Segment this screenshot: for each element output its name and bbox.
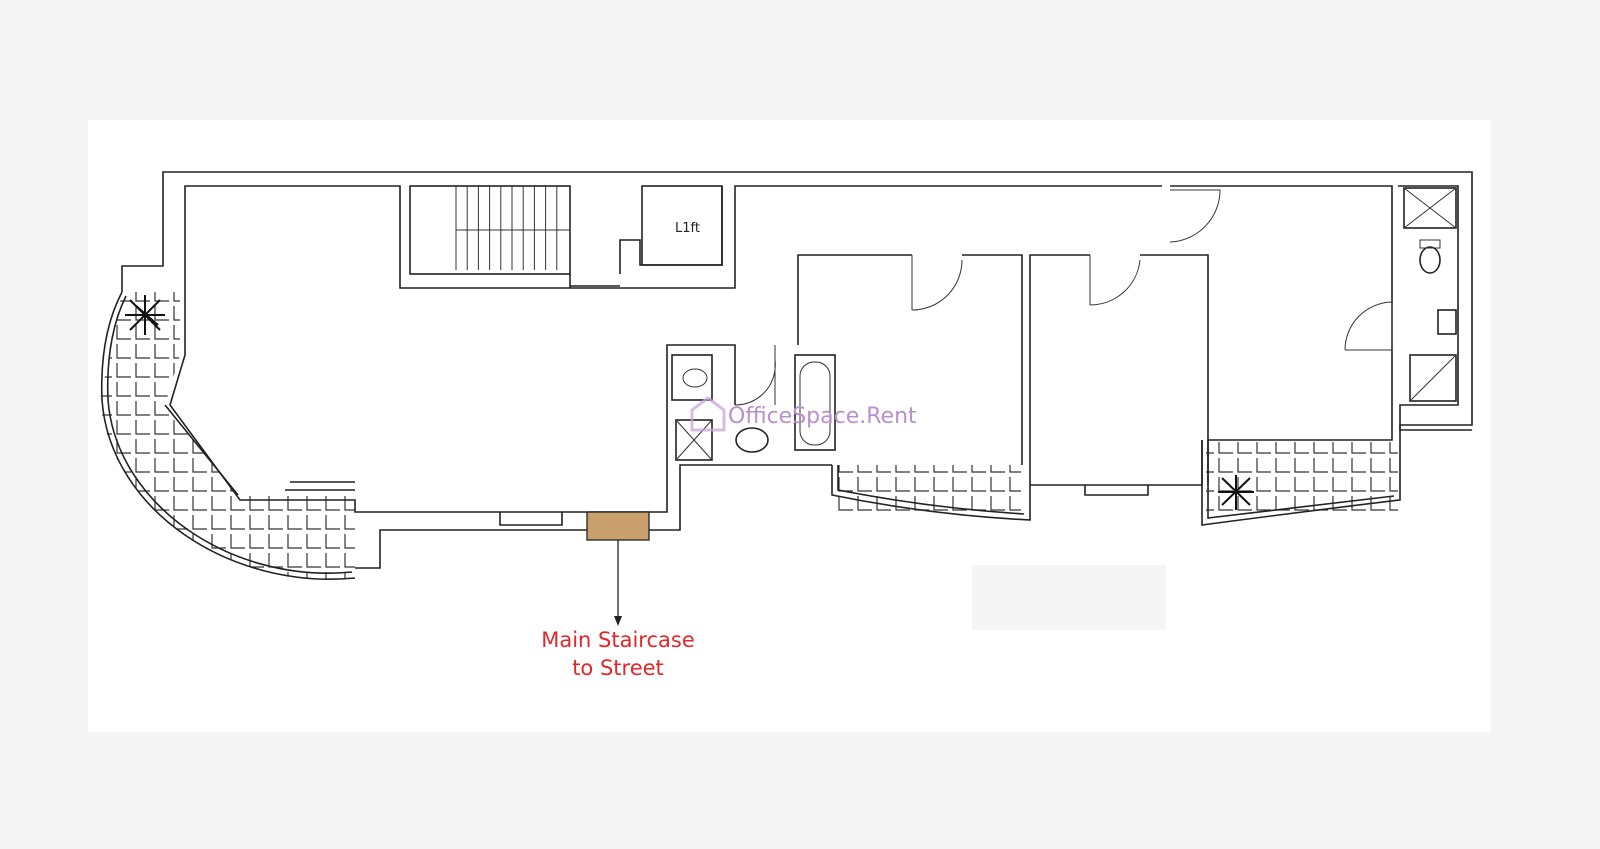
balcony-middle <box>831 465 1031 521</box>
wc-left <box>671 345 776 461</box>
floor-plan-panel <box>88 120 1491 732</box>
lift: L1ft <box>641 185 723 266</box>
redacted-area <box>972 565 1166 630</box>
bathroom-right <box>1403 187 1457 402</box>
plant-icon <box>125 295 1254 510</box>
exterior-walls <box>121 171 1473 569</box>
doors <box>911 189 1393 351</box>
lift-label: L1ft <box>675 221 700 236</box>
watermark-text: OfficeSpace.Rent <box>728 404 917 429</box>
staircase-label-line1: Main Staircase <box>541 628 695 652</box>
balcony-right <box>1201 440 1401 526</box>
internal-staircase <box>409 185 723 288</box>
staircase-label-line2: to Street <box>572 656 664 680</box>
watermark-logo: OfficeSpace.Rent <box>690 396 917 432</box>
bathtub <box>794 354 836 451</box>
main-staircase-marker <box>586 511 650 626</box>
balcony-left <box>100 291 356 580</box>
